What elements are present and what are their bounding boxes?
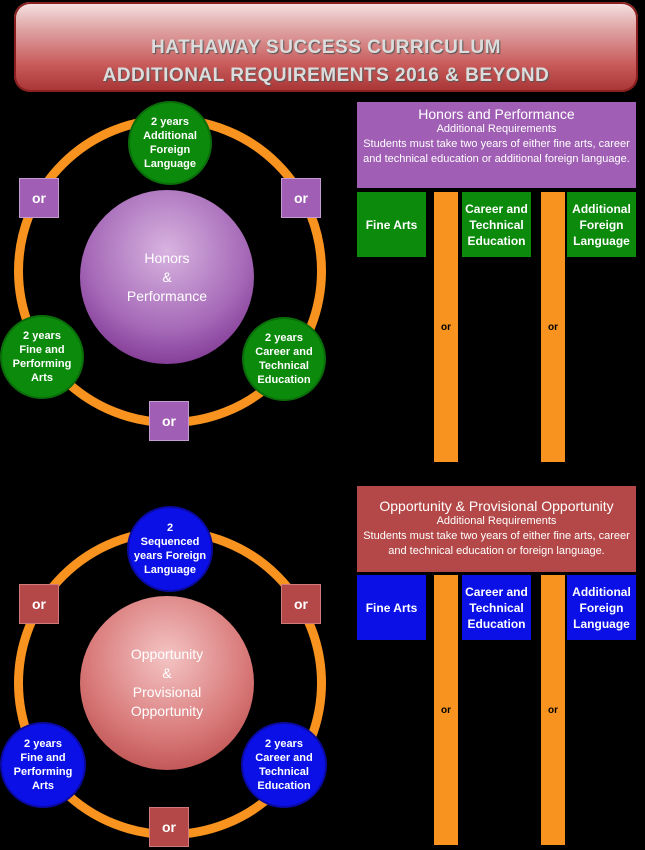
banner-title-line2: ADDITIONAL REQUIREMENTS 2016 & BEYOND bbox=[102, 65, 550, 86]
honors-or-box-right: or bbox=[281, 178, 321, 218]
opportunity-or-bar-2: or bbox=[541, 575, 565, 845]
opportunity-node-foreign-language: 2 Sequenced years Foreign Language bbox=[127, 506, 213, 592]
opportunity-panel-subtitle: Additional Requirements bbox=[436, 515, 557, 527]
opportunity-center-circle: Opportunity & Provisional Opportunity bbox=[80, 596, 254, 770]
node-line: Arts bbox=[30, 372, 53, 384]
node-line: Foreign bbox=[149, 144, 191, 156]
node-line: Performing bbox=[12, 358, 72, 370]
honors-node-career-technical: 2 years Career and Technical Education bbox=[242, 317, 326, 401]
opportunity-panel-description: Students must take two years of either f… bbox=[363, 530, 630, 557]
node-line: Performing bbox=[13, 766, 73, 778]
opportunity-panel-header: Opportunity & Provisional Opportunity Ad… bbox=[357, 486, 636, 572]
node-line: Language bbox=[144, 158, 196, 170]
honors-center-line1: Honors bbox=[144, 249, 190, 266]
opportunity-center-line2: & bbox=[162, 665, 172, 681]
node-line: 2 years bbox=[24, 738, 62, 750]
opportunity-option-fine-arts: Fine Arts bbox=[357, 575, 426, 640]
opportunity-or-box-bottom: or bbox=[149, 807, 189, 847]
opportunity-or-box-left: or bbox=[19, 584, 59, 624]
opportunity-center-line3: Provisional bbox=[132, 684, 202, 700]
node-line: Education bbox=[257, 374, 311, 386]
opportunity-or-bar-1: or bbox=[434, 575, 458, 845]
node-line: Career and bbox=[255, 346, 313, 358]
honors-panel-header: Honors and Performance Additional Requir… bbox=[357, 102, 636, 188]
opportunity-option-foreign-language: Additional Foreign Language bbox=[567, 575, 636, 640]
honors-center-circle: Honors & Performance bbox=[80, 190, 254, 364]
honors-or-box-left: or bbox=[19, 178, 59, 218]
node-line: 2 years bbox=[151, 116, 189, 128]
node-line: Fine and bbox=[20, 752, 66, 764]
opportunity-option-career-technical: Career and Technical Education bbox=[462, 575, 531, 640]
opportunity-node-fine-arts: 2 years Fine and Performing Arts bbox=[0, 722, 86, 808]
opportunity-node-career-technical: 2 years Career and Technical Education bbox=[241, 722, 327, 808]
node-line: Technical bbox=[259, 766, 309, 778]
node-line: years Foreign bbox=[133, 550, 207, 562]
honors-option-career-technical: Career and Technical Education bbox=[462, 192, 531, 257]
honors-panel-title: Honors and Performance bbox=[418, 106, 575, 122]
opportunity-center-line4: Opportunity bbox=[130, 703, 204, 719]
honors-or-bar-2: or bbox=[541, 192, 565, 462]
node-line: Sequenced bbox=[140, 536, 200, 548]
node-line: 2 years bbox=[265, 332, 303, 344]
opportunity-or-box-right: or bbox=[281, 584, 321, 624]
node-line: Language bbox=[144, 564, 196, 576]
honors-center-line2: & bbox=[162, 268, 172, 285]
honors-node-fine-arts: 2 years Fine and Performing Arts bbox=[0, 315, 84, 399]
node-line: 2 years bbox=[23, 330, 61, 342]
node-line: Fine and bbox=[19, 344, 65, 356]
opportunity-panel-title: Opportunity & Provisional Opportunity bbox=[379, 498, 614, 514]
honors-option-foreign-language: Additional Foreign Language bbox=[567, 192, 636, 257]
node-line: 2 years bbox=[265, 738, 303, 750]
node-line: Education bbox=[257, 780, 311, 792]
node-line: 2 bbox=[166, 522, 174, 534]
honors-panel-subtitle: Additional Requirements bbox=[436, 123, 557, 135]
honors-option-fine-arts: Fine Arts bbox=[357, 192, 426, 257]
opportunity-center-line1: Opportunity bbox=[130, 646, 204, 662]
honors-node-foreign-language: 2 years Additional Foreign Language bbox=[128, 101, 212, 185]
banner-title-line1: HATHAWAY SUCCESS CURRICULUM bbox=[151, 37, 501, 58]
node-line: Additional bbox=[143, 130, 197, 142]
title-banner: HATHAWAY SUCCESS CURRICULUM ADDITIONAL R… bbox=[14, 2, 638, 92]
honors-or-box-bottom: or bbox=[149, 401, 189, 441]
node-line: Career and bbox=[255, 752, 313, 764]
honors-or-bar-1: or bbox=[434, 192, 458, 462]
honors-center-line3: Performance bbox=[126, 287, 208, 304]
node-line: Arts bbox=[31, 780, 54, 792]
honors-panel-description: Students must take two years of either f… bbox=[363, 138, 630, 165]
node-line: Technical bbox=[259, 360, 309, 372]
